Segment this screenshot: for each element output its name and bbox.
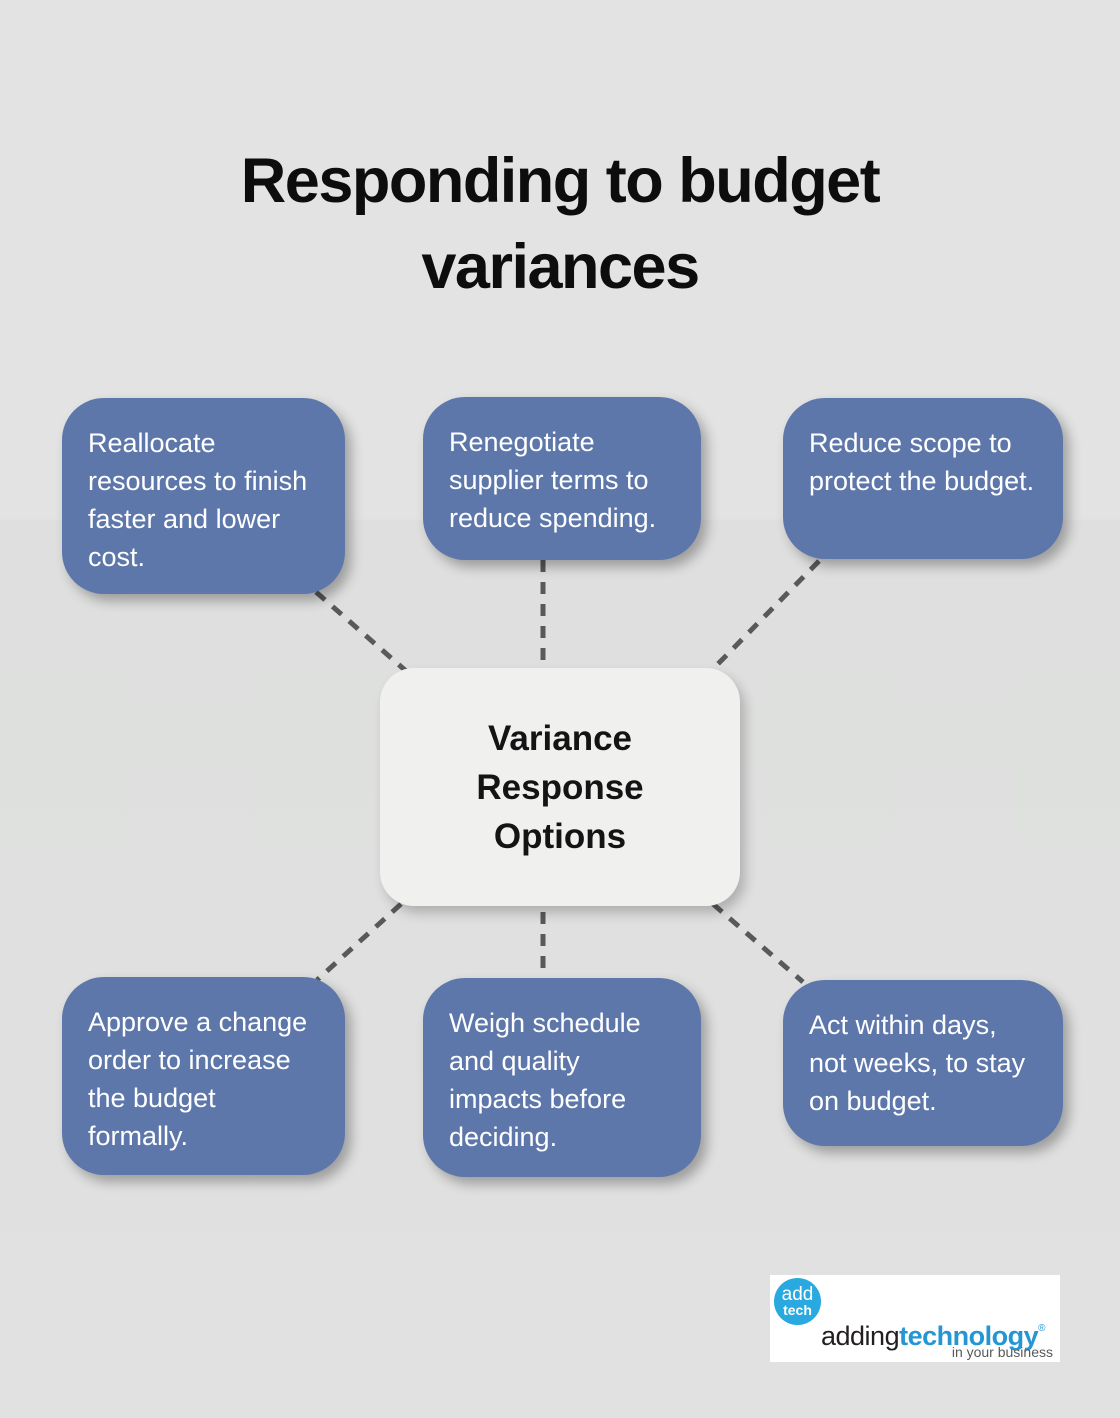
option-node-text: Renegotiate supplier terms to reduce spe… [449, 427, 657, 533]
option-node-text: Approve a change order to increase the b… [88, 1007, 308, 1151]
registered-trademark-mark: ® [1038, 1323, 1045, 1334]
connector-bottom-left [315, 902, 403, 982]
addtech-logo: add tech addingtechnology® in your busin… [770, 1275, 1060, 1362]
option-node-act-within-days: Act within days, not weeks, to stay on b… [783, 980, 1063, 1146]
connector-top-right [711, 559, 821, 671]
option-node-text: Reduce scope to protect the budget. [809, 428, 1035, 496]
option-node-approve-change-order: Approve a change order to increase the b… [62, 977, 345, 1175]
logo-badge-line1: add [781, 1283, 814, 1305]
logo-word-adding: adding [821, 1321, 900, 1351]
option-node-renegotiate-supplier: Renegotiate supplier terms to reduce spe… [423, 397, 701, 560]
option-node-reallocate-resources: Reallocate resources to finish faster an… [62, 398, 345, 594]
option-node-weigh-impacts: Weigh schedule and quality impacts befor… [423, 978, 701, 1177]
logo-word-technology: technology [899, 1321, 1039, 1351]
option-node-text: Reallocate resources to finish faster an… [88, 428, 308, 572]
option-node-text: Weigh schedule and quality impacts befor… [449, 1008, 641, 1152]
addtech-logo-wordmark: addingtechnology® [821, 1315, 1045, 1350]
center-node-variance-response-options: Variance Response Options [380, 668, 740, 906]
page-title: Responding to budget variances [240, 146, 881, 303]
logo-tagline: in your business [951, 1344, 1053, 1360]
logo-badge-line2: tech [783, 1301, 812, 1318]
option-node-reduce-scope: Reduce scope to protect the budget. [783, 398, 1063, 559]
option-node-text: Act within days, not weeks, to stay on b… [809, 1010, 1026, 1116]
connector-top-left [314, 590, 408, 673]
connector-bottom-right [711, 902, 805, 984]
center-node-label: Variance Response Options [476, 718, 644, 856]
addtech-logo-badge-icon: add tech [774, 1278, 821, 1325]
